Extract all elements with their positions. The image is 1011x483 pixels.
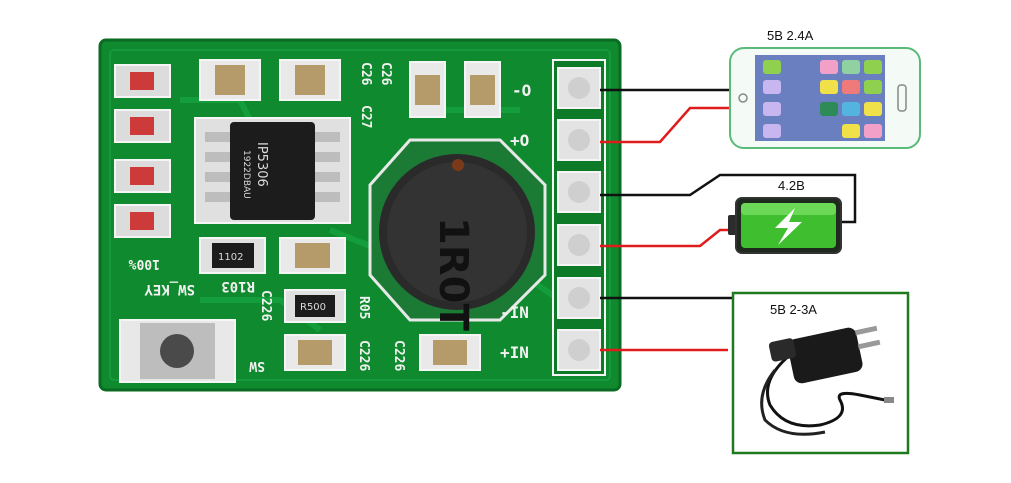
silk-r1102: 1102 [218,252,243,263]
ic-chip: IP5306 1922DBAU [194,117,351,224]
inductor-text: 1R0T [430,217,476,331]
tactile-switch [119,319,236,383]
silk-r500: R500 [300,302,326,313]
pin-label-out-plus: +O [510,131,529,150]
phone-label: 5В 2.4А [767,28,814,43]
led-group [114,64,171,238]
silk-sw-key: SW_KEY [144,281,195,297]
silk-100: 100% [129,256,160,271]
battery-label: 4.2В [778,178,805,193]
charger-illustration [760,325,894,436]
silk-c226-a: C226 [356,340,371,371]
silk-r05: R05 [356,296,371,319]
pin-header [552,59,606,376]
silk-c-top1: C26 [358,62,373,86]
inductor: 1R0T [368,138,547,331]
battery-illustration [728,197,842,254]
charger-label: 5В 2-3А [770,302,817,317]
silk-c-top2: C26 [378,62,393,86]
capacitors-top [199,59,501,118]
pin-label-in-plus: +IN [500,343,529,362]
silk-c226-b: C226 [391,340,406,371]
chip-name: IP5306 [254,142,269,187]
pin-label-out-minus: -O [512,81,531,100]
silk-c226-left: C226 [258,290,273,321]
silk-c-top3: C27 [358,105,373,128]
phone-illustration [729,47,921,149]
silk-r103: R103 [221,278,255,294]
silk-sw: SW [249,358,265,373]
chip-code: 1922DBAU [241,150,251,199]
pin-label-in-minus: -IN [500,303,529,322]
